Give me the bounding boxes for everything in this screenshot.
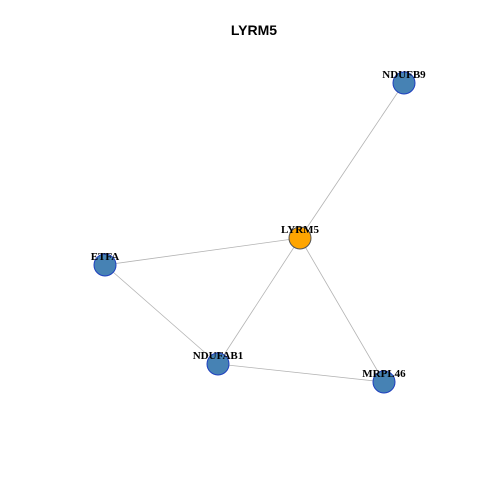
edges-layer xyxy=(104,82,405,383)
node-lyrm5 xyxy=(288,226,312,250)
node-ndufb9 xyxy=(392,71,416,95)
node-label-ndufb9: NDUFB9 xyxy=(382,69,426,81)
node-label-mrpl46: MRPL46 xyxy=(362,368,406,380)
edge-lyrm5-ndufab1 xyxy=(217,237,301,365)
node-etfa xyxy=(93,253,117,277)
node-label-lyrm5: LYRM5 xyxy=(281,224,320,236)
edge-lyrm5-ndufb9 xyxy=(299,82,405,239)
edge-etfa-ndufab1 xyxy=(104,264,219,365)
graph-title: LYRM5 xyxy=(231,22,277,38)
edge-ndufab1-mrpl46 xyxy=(217,363,385,383)
edge-lyrm5-etfa xyxy=(104,237,301,266)
node-ndufab1 xyxy=(206,352,230,376)
node-label-ndufab1: NDUFAB1 xyxy=(193,350,244,362)
nodes-layer xyxy=(93,71,416,394)
edge-lyrm5-mrpl46 xyxy=(299,237,385,383)
node-label-etfa: ETFA xyxy=(91,251,120,263)
node-mrpl46 xyxy=(372,370,396,394)
